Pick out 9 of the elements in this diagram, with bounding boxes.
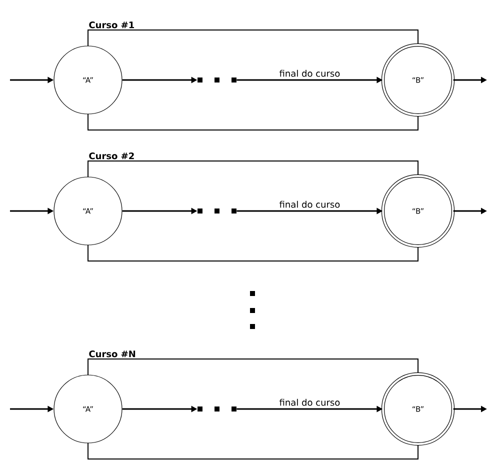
ellipsis-dots: [198, 78, 236, 82]
edge-label: final do curso: [279, 200, 340, 208]
ellipsis-dots: [198, 208, 236, 214]
edge-label: final do curso: [279, 398, 340, 406]
course-heading: Curso #N: [89, 350, 136, 358]
course-heading: Curso #2: [89, 152, 134, 160]
course-heading: Curso #1: [89, 22, 134, 28]
ellipsis-dots: [198, 406, 236, 412]
edge-label: final do curso: [279, 70, 340, 77]
